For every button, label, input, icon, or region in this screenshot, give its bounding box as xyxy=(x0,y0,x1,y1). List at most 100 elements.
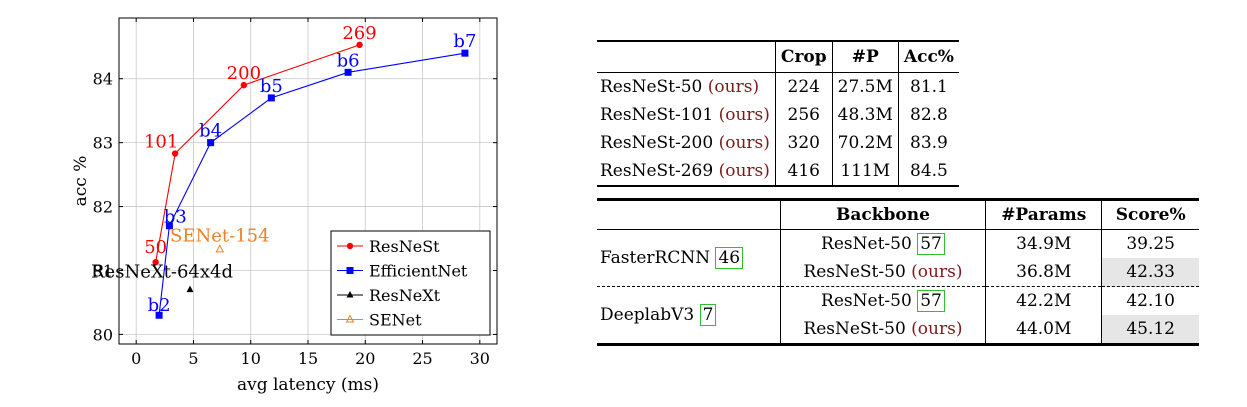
ours-tag: (ours) xyxy=(718,161,770,181)
x-axis-label: avg latency (ms) xyxy=(237,375,379,395)
backbone-cell: ResNeSt-50 (ours) xyxy=(779,258,986,287)
data-point xyxy=(186,285,194,293)
score-cell-highlight: 45.12 xyxy=(1101,315,1199,345)
point-label: b7 xyxy=(453,31,476,52)
data-point xyxy=(345,314,355,323)
data-point xyxy=(155,311,163,319)
x-tick-label: 20 xyxy=(355,349,375,368)
downstream-results-table: Backbone #Params Score% FasterRCNN 46 Re… xyxy=(597,198,1199,346)
ours-tag: (ours) xyxy=(911,319,963,339)
params-cell: 48.3M xyxy=(831,101,899,129)
y-tick-label: 82 xyxy=(93,198,113,217)
method-cell: FasterRCNN 46 xyxy=(597,230,780,287)
y-tick-label: 81 xyxy=(93,261,113,280)
legend-label: ResNeXt xyxy=(369,286,441,305)
ours-tag: (ours) xyxy=(718,105,770,125)
point-label: 50 xyxy=(144,237,167,258)
score-cell: 39.25 xyxy=(1101,229,1199,258)
params-cell: 27.5M xyxy=(831,72,899,101)
backbone-name: ResNet-50 xyxy=(821,291,912,311)
point-label: b5 xyxy=(260,76,283,97)
table-header-acc: Acc% xyxy=(897,41,959,73)
x-tick-label: 15 xyxy=(298,349,318,368)
table-row: FasterRCNN 46 ResNet-50 57 34.9M 39.25 xyxy=(597,229,1199,269)
params-cell: 36.8M xyxy=(985,258,1102,287)
citation-link[interactable]: 46 xyxy=(715,247,744,269)
imagenet-results-table: Crop #P Acc% ResNeSt-50 (ours) 224 27.5M… xyxy=(597,40,959,187)
acc-cell: 82.8 xyxy=(897,101,959,129)
score-cell: 42.10 xyxy=(1101,286,1199,315)
params-cell: 42.2M xyxy=(985,286,1102,315)
table-header-crop: Crop xyxy=(774,41,833,73)
data-point xyxy=(215,244,225,253)
data-point xyxy=(171,150,179,157)
point-label: b6 xyxy=(337,50,360,71)
table-header-params: #P xyxy=(831,41,899,73)
acc-cell: 83.9 xyxy=(897,129,959,157)
point-label: 269 xyxy=(342,23,376,44)
method-cell: DeeplabV3 7 xyxy=(597,286,781,345)
data-point xyxy=(240,81,248,89)
data-point xyxy=(267,94,275,102)
data-point xyxy=(346,267,354,274)
table-row: ResNeSt-50 (ours) 224 27.5M 81.1 xyxy=(597,72,959,101)
crop-cell: 416 xyxy=(774,157,833,186)
citation-link[interactable]: 57 xyxy=(917,233,945,255)
ours-tag: (ours) xyxy=(707,77,760,97)
data-point xyxy=(346,242,354,250)
crop-cell: 256 xyxy=(774,101,833,129)
point-label: b2 xyxy=(148,295,171,316)
point-label: ResNeXt-64x4d xyxy=(91,262,233,283)
table-header-row: Crop #P Acc% xyxy=(597,41,959,73)
table-row: DeeplabV3 7 ResNet-50 57 42.2M 42.10 xyxy=(597,286,1199,345)
x-tick-label: 5 xyxy=(188,349,198,368)
x-tick-label: 10 xyxy=(241,349,261,368)
series-line xyxy=(158,52,466,316)
acc-cell: 81.1 xyxy=(897,72,959,101)
params-cell: 34.9M xyxy=(985,229,1102,258)
x-tick-label: 0 xyxy=(131,349,141,368)
params-cell: 111M xyxy=(831,157,899,186)
data-point xyxy=(152,258,159,266)
backbone-name: ResNet-50 xyxy=(821,234,912,254)
model-name: ResNeSt-269 xyxy=(600,161,714,181)
data-point xyxy=(344,68,352,76)
table-header-row: Backbone #Params Score% xyxy=(597,199,1199,230)
table-row: ResNeSt-200 (ours) 320 70.2M 83.9 xyxy=(597,129,959,157)
x-tick-label: 25 xyxy=(412,349,432,368)
method-name: DeeplabV3 xyxy=(600,305,695,325)
table-header-empty xyxy=(597,41,776,73)
y-tick-label: 83 xyxy=(93,134,113,153)
point-label: SENet-154 xyxy=(170,225,270,246)
y-tick-label: 80 xyxy=(93,325,113,344)
data-point xyxy=(207,139,215,147)
citation-link[interactable]: 7 xyxy=(699,304,717,326)
legend-label: EfficientNet xyxy=(369,262,468,281)
model-name-cell: ResNeSt-269 (ours) xyxy=(597,157,775,186)
params-cell: 44.0M xyxy=(985,315,1102,345)
model-name: ResNeSt-50 xyxy=(600,77,703,97)
backbone-cell: ResNet-50 57 xyxy=(779,229,986,258)
data-point xyxy=(346,291,354,298)
crop-cell: 320 xyxy=(774,129,833,157)
point-label: 101 xyxy=(144,132,178,153)
backbone-cell: ResNeSt-50 (ours) xyxy=(779,315,986,345)
table-header-score: Score% xyxy=(1101,199,1199,230)
data-point xyxy=(461,49,469,57)
data-point xyxy=(165,222,173,230)
backbone-cell: ResNet-50 57 xyxy=(779,286,986,315)
table-header-empty xyxy=(597,199,781,230)
ours-tag: (ours) xyxy=(718,133,770,153)
y-axis-label: acc % xyxy=(71,156,91,207)
params-cell: 70.2M xyxy=(831,129,899,157)
acc-cell: 84.5 xyxy=(897,157,959,186)
backbone-name: ResNeSt-50 xyxy=(803,262,906,282)
y-tick-label: 84 xyxy=(93,70,113,89)
crop-cell: 224 xyxy=(774,72,833,101)
series-line xyxy=(155,44,360,263)
citation-link[interactable]: 57 xyxy=(917,290,945,312)
data-point xyxy=(356,41,363,49)
model-name-cell: ResNeSt-101 (ours) xyxy=(597,101,775,129)
model-name-cell: ResNeSt-200 (ours) xyxy=(597,129,775,157)
model-name: ResNeSt-200 xyxy=(600,133,714,153)
